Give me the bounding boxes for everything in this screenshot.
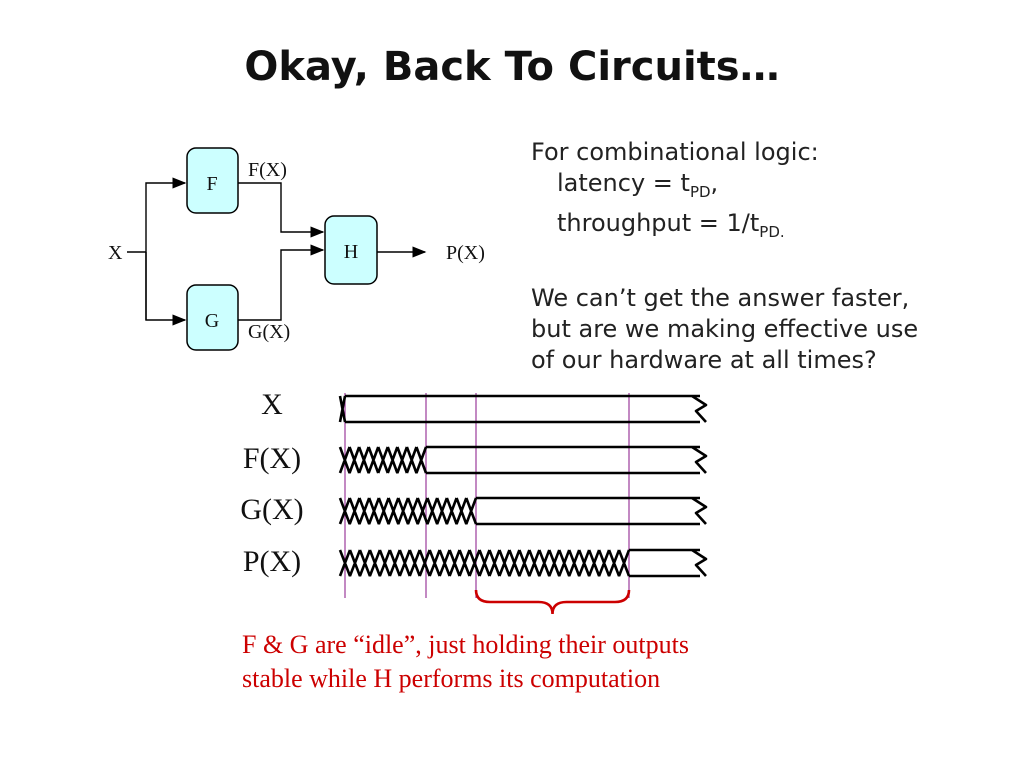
caption-line-1: F & G are “idle”, just holding their out… (242, 630, 689, 659)
wire-f-to-h (238, 182, 325, 238)
question-line-1: We can’t get the answer faster, (531, 283, 910, 312)
gx-label: G(X) (248, 321, 290, 343)
wire-g-to-h (238, 244, 325, 321)
block-f-label: F (206, 173, 217, 195)
timing-label-px: P(X) (242, 545, 302, 578)
px-label: P(X) (446, 242, 485, 264)
block-h-label: H (344, 241, 358, 263)
block-g-label: G (205, 310, 219, 332)
waveform-x (338, 394, 708, 424)
fx-label: F(X) (248, 159, 287, 181)
notes-text: For combinational logic: latency = tPD, … (531, 137, 1011, 376)
timing-label-fx: F(X) (242, 442, 302, 475)
block-h (324, 215, 378, 285)
question-line-2: but are we making effective use (531, 314, 919, 343)
caption-line-2: stable while H performs its computation (242, 664, 661, 693)
idle-brace (474, 589, 631, 615)
block-f (186, 147, 239, 214)
waveform-px (338, 548, 708, 578)
wire-x-to-g (145, 252, 187, 326)
timing-label-x: X (261, 388, 283, 421)
slide-title: Okay, Back To Circuits… (244, 44, 780, 90)
timing-label-gx: G(X) (240, 493, 304, 526)
question-line-3: of our hardware at all times? (531, 345, 877, 374)
waveform-gx (338, 496, 708, 526)
block-g (186, 284, 239, 351)
notes-heading: For combinational logic: (531, 138, 819, 166)
latency-line: latency = tPD, (557, 169, 719, 201)
waveform-fx (338, 445, 708, 475)
idle-caption: F & G are “idle”, just holding their out… (242, 628, 942, 696)
throughput-line: throughput = 1/tPD. (557, 208, 785, 241)
input-x-label: X (108, 242, 123, 264)
